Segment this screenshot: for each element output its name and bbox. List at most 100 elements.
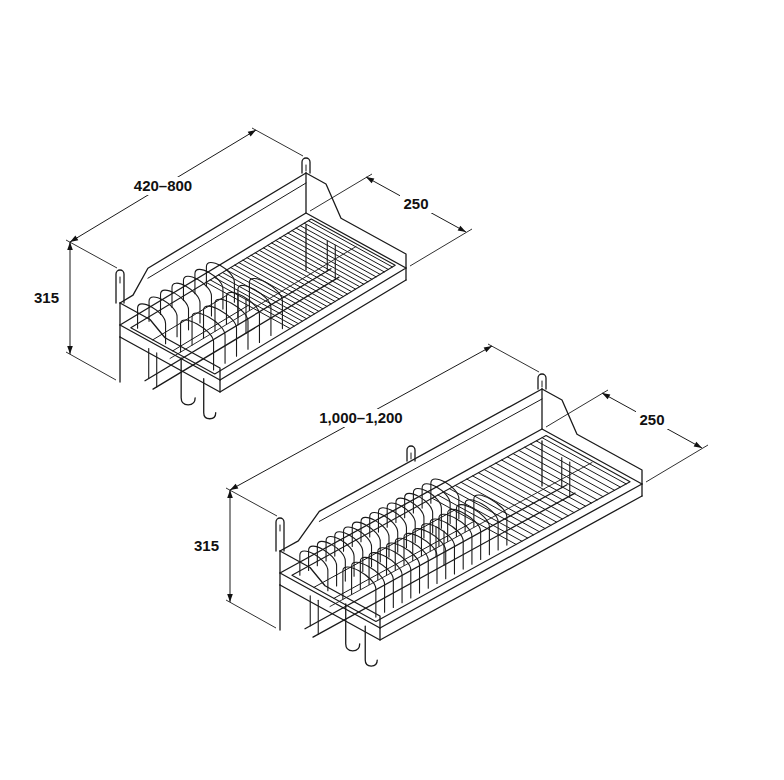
side-guard [306,173,406,268]
dimension-label: 250 [636,411,667,429]
plate-loop [396,498,424,538]
tray-slat [231,268,315,314]
plate-loop [226,292,259,342]
tray-slat [247,258,331,304]
plate-loop [352,562,385,612]
tray-slat [259,250,343,296]
hook-slot [411,453,412,459]
utensil-hook [365,626,377,666]
frame-post [279,551,280,573]
plate-loop [335,532,363,572]
plate-loop [456,505,489,555]
plate-loop [431,479,459,519]
plate-loop [360,557,393,607]
dimension-line [230,490,231,602]
plate-loop [369,553,402,603]
plate-loop [430,519,463,569]
back-frame [280,389,542,551]
extension-line [488,344,539,372]
plate-loop [183,276,211,316]
extension-line [546,390,608,427]
tray-slat [235,265,319,311]
dimension-label: 315 [191,537,222,555]
frame-post [541,389,542,429]
plate-loop [395,538,428,588]
bottom-rail [313,493,575,637]
hanging-hook [116,270,124,303]
plate-loop [387,503,415,543]
tray-lower-edge [120,280,406,392]
tray-slat [525,447,609,493]
dimension-label: 250 [400,195,431,213]
hanging-hook [538,374,546,389]
tray-slat [263,248,347,294]
plate-loop [161,290,189,330]
plate-loop [378,548,411,598]
plate-bar [334,521,474,598]
side-guard [120,303,220,380]
tray-inner-rim [292,436,630,622]
plate-loop [192,313,225,363]
tray-slat [531,444,615,490]
extension-line [410,229,472,266]
tray-corner [641,484,642,496]
dimension-line [366,177,466,232]
tray-slat [288,233,372,279]
plate-loop [422,484,450,524]
plate-loop [404,533,437,583]
plate-loop [172,283,200,323]
rail-strut [561,458,562,488]
plate-loop [249,279,282,329]
extension-line [646,445,708,482]
hook-slot [542,381,543,387]
plate-loop [181,320,214,370]
rail-strut [310,596,311,626]
tray-slat [255,253,339,299]
dimension-line [602,393,702,448]
plate-loop [352,522,380,562]
hook-slot [280,525,281,531]
plate-loop [204,306,237,356]
back-frame [120,173,306,303]
plate-loop [138,304,166,344]
tray-corner [119,325,120,337]
tray-corner [219,380,220,392]
plate-loop [206,262,234,302]
plate-loop [195,269,223,309]
plate-loop [344,527,372,567]
plate-loop [149,297,177,337]
plate-loop [309,546,337,586]
tray-corner [405,268,406,280]
extension-line [66,240,117,268]
tray-slat [276,240,360,286]
plate-loop [439,514,472,564]
plate-loop [326,537,354,577]
tray-corner [379,628,380,640]
extension-line [66,352,116,380]
hanging-hook [302,158,310,173]
tray-lower-edge [280,496,642,640]
plate-loop [343,567,376,617]
side-guard [542,389,642,484]
frame-post [119,303,120,325]
tray-rim [280,429,642,628]
back-frame [148,183,306,278]
dimension-line [230,346,492,490]
dimension-line [70,130,256,242]
extension-line [226,600,276,628]
back-leg [119,337,120,382]
hanging-hook [276,518,284,551]
plate-loop [215,299,248,349]
hook-slot [306,165,307,171]
back-leg [279,585,280,630]
tray-slat [284,236,368,282]
plate-loop [370,513,398,553]
plate-loop [448,509,481,559]
tray-inner-rim [131,219,395,374]
hanging-hook [407,446,415,461]
tray-slat [251,255,335,301]
tray-slat [304,223,388,269]
tray-slat [218,275,302,321]
